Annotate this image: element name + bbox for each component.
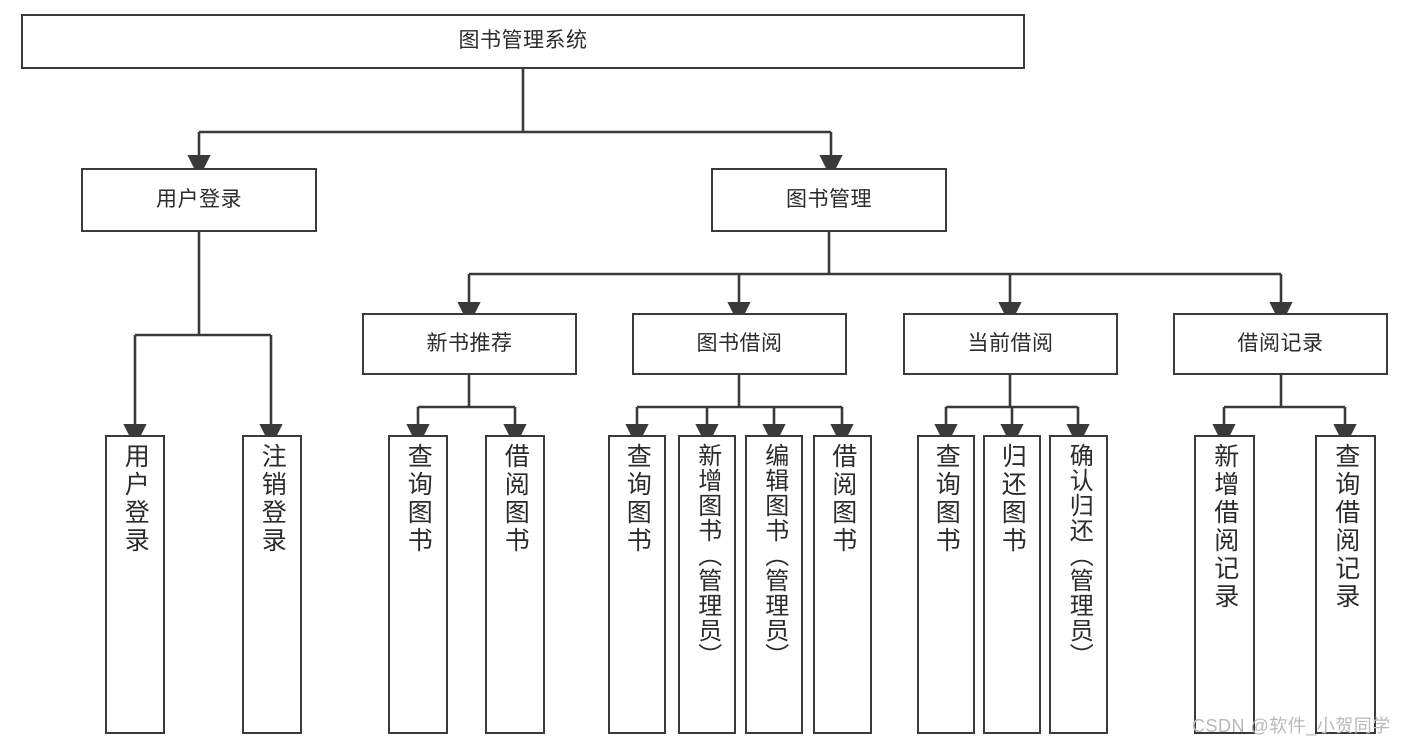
node-leaf-query-book-1[interactable]: 查询图书	[388, 435, 448, 734]
node-current-borrow[interactable]: 当前借阅	[903, 313, 1118, 375]
node-leaf-add-borrow-record-label: 新增借阅记录	[1210, 443, 1239, 611]
node-leaf-return-book[interactable]: 归还图书	[983, 435, 1041, 734]
node-leaf-query-borrow-record-label: 查询借阅记录	[1331, 443, 1360, 611]
node-leaf-borrow-book-2[interactable]: 借阅图书	[813, 435, 872, 734]
node-book-borrow-label: 图书借阅	[696, 331, 783, 355]
node-leaf-return-book-label: 归还图书	[998, 443, 1027, 555]
node-borrow-record[interactable]: 借阅记录	[1173, 313, 1388, 375]
node-leaf-query-book-2[interactable]: 查询图书	[608, 435, 666, 734]
node-borrow-record-label: 借阅记录	[1237, 331, 1324, 355]
node-leaf-user-login-label: 用户登录	[121, 443, 150, 555]
node-leaf-edit-book-admin[interactable]: 编辑图书（管理员）	[745, 435, 803, 734]
node-book-manage[interactable]: 图书管理	[711, 168, 947, 232]
node-leaf-edit-book-admin-label: 编辑图书（管理员）	[760, 443, 788, 668]
node-leaf-query-book-3[interactable]: 查询图书	[917, 435, 975, 734]
node-root-label: 图书管理系统	[458, 29, 588, 53]
node-leaf-confirm-return-admin-label: 确认归还（管理员）	[1065, 443, 1093, 668]
node-book-borrow[interactable]: 图书借阅	[632, 313, 847, 375]
node-new-book-recommend-label: 新书推荐	[426, 331, 513, 355]
node-current-borrow-label: 当前借阅	[967, 331, 1054, 355]
node-leaf-borrow-book-1-label: 借阅图书	[501, 443, 530, 555]
node-leaf-logout-label: 注销登录	[258, 443, 287, 555]
node-leaf-query-book-2-label: 查询图书	[623, 443, 652, 555]
node-leaf-confirm-return-admin[interactable]: 确认归还（管理员）	[1049, 435, 1108, 734]
node-root[interactable]: 图书管理系统	[21, 14, 1025, 69]
node-leaf-query-book-1-label: 查询图书	[404, 443, 433, 555]
node-leaf-query-book-3-label: 查询图书	[932, 443, 961, 555]
csdn-watermark: CSDN @软件_小贺同学	[1192, 716, 1391, 736]
node-leaf-add-book-admin[interactable]: 新增图书（管理员）	[678, 435, 736, 734]
node-book-manage-label: 图书管理	[786, 187, 872, 211]
node-leaf-borrow-book-2-label: 借阅图书	[828, 443, 857, 555]
node-leaf-borrow-book-1[interactable]: 借阅图书	[485, 435, 545, 734]
node-leaf-add-borrow-record[interactable]: 新增借阅记录	[1194, 435, 1255, 734]
node-leaf-logout[interactable]: 注销登录	[242, 435, 302, 734]
node-leaf-query-borrow-record[interactable]: 查询借阅记录	[1315, 435, 1376, 734]
node-new-book-recommend[interactable]: 新书推荐	[362, 313, 577, 375]
node-leaf-add-book-admin-label: 新增图书（管理员）	[693, 443, 721, 668]
node-user-login[interactable]: 用户登录	[81, 168, 317, 232]
node-user-login-label: 用户登录	[156, 187, 242, 211]
node-leaf-user-login[interactable]: 用户登录	[105, 435, 165, 734]
